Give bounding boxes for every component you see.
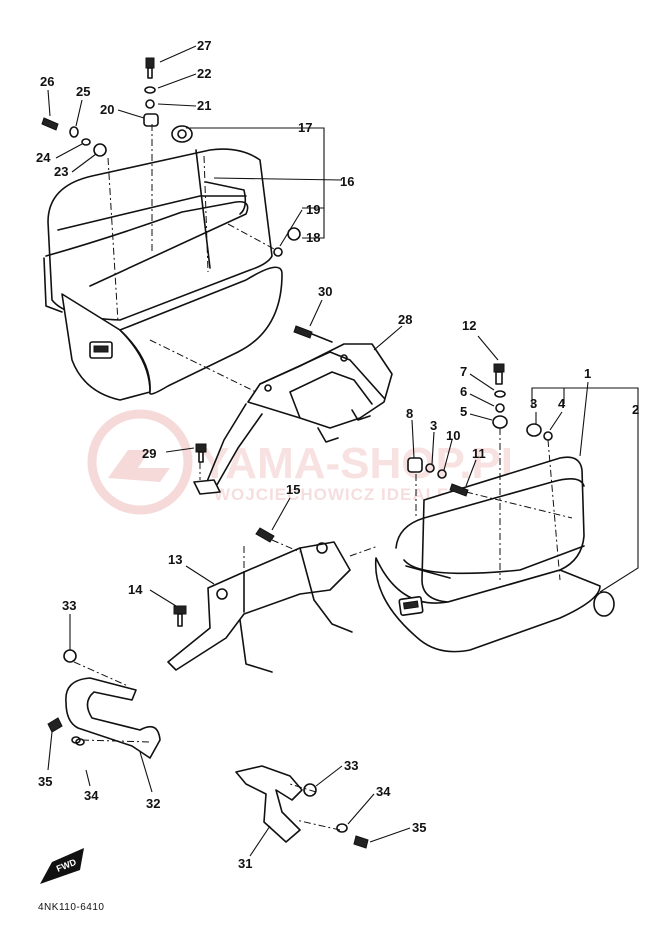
callout-2: 2 (632, 402, 639, 417)
callout-5: 5 (460, 404, 467, 419)
callout-26: 26 (40, 74, 54, 89)
diagram-code: 4NK110-6410 (38, 902, 104, 913)
callout-34b: 34 (376, 784, 391, 799)
callout-32: 32 (146, 796, 160, 811)
watermark-brand: YAMA-SHOP.PL (200, 439, 528, 488)
callout-21: 21 (197, 98, 211, 113)
callout-24: 24 (36, 150, 51, 165)
fasteners (41, 57, 553, 849)
callout-3b: 3 (430, 418, 437, 433)
carrier-bracket-28 (193, 343, 393, 495)
callout-11: 11 (472, 446, 486, 461)
callout-27: 27 (197, 38, 211, 53)
callout-8: 8 (406, 406, 413, 421)
callout-17: 17 (298, 120, 312, 135)
callout-19: 19 (306, 202, 320, 217)
callout-labels: 27 22 21 20 26 25 24 23 17 16 19 18 30 2… (36, 38, 639, 871)
callout-34a: 34 (84, 788, 99, 803)
callout-4: 4 (558, 396, 566, 411)
watermark-logo-mark (108, 450, 170, 482)
callout-35b: 35 (412, 820, 426, 835)
callout-29: 29 (142, 446, 156, 461)
callout-6: 6 (460, 384, 467, 399)
callout-10: 10 (446, 428, 460, 443)
callout-31: 31 (238, 856, 252, 871)
callout-25: 25 (76, 84, 90, 99)
watermark-logo-ring (87, 409, 193, 515)
assembly-centerlines (73, 124, 573, 831)
callout-1: 1 (584, 366, 591, 381)
callout-23: 23 (54, 164, 68, 179)
fwd-arrow-icon: FWD (40, 848, 84, 884)
callout-33a: 33 (62, 598, 76, 613)
callout-14: 14 (128, 582, 143, 597)
callout-22: 22 (197, 66, 211, 81)
left-saddlebag (43, 148, 283, 401)
callout-7: 7 (460, 364, 467, 379)
callout-35a: 35 (38, 774, 52, 789)
footrest-31 (235, 765, 303, 843)
callout-13: 13 (168, 552, 182, 567)
callout-33b: 33 (344, 758, 358, 773)
callout-3a: 3 (530, 396, 537, 411)
callout-12: 12 (462, 318, 476, 333)
footrest-32 (65, 677, 161, 759)
callout-15: 15 (286, 482, 300, 497)
callout-16: 16 (340, 174, 354, 189)
leader-lines (47, 45, 639, 857)
stay-bracket-13 (167, 541, 353, 673)
callout-20: 20 (100, 102, 114, 117)
callout-30: 30 (318, 284, 332, 299)
callout-18: 18 (306, 230, 320, 245)
callout-28: 28 (398, 312, 412, 327)
